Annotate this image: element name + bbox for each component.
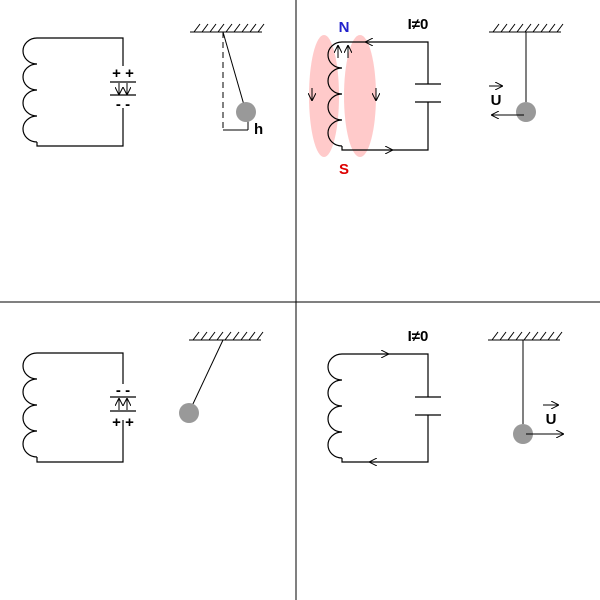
capacitor-top-charge: + + (112, 65, 134, 82)
pendulum-string (222, 31, 247, 113)
pendulum-at-bottom-moving-right: U (488, 331, 563, 444)
pendulum-bob (236, 102, 256, 122)
north-pole-label: N (339, 19, 350, 36)
magnetic-field-loop-left (309, 35, 339, 157)
pendulum-bob (179, 403, 199, 423)
lc-circuit-reversed-current: I≠0 (327, 328, 441, 463)
circuit-wire-bottom (341, 415, 429, 463)
ceiling-hatching (193, 23, 265, 33)
inductor-coil (327, 353, 343, 459)
pendulum-bob (513, 424, 533, 444)
circuit-wire-top (342, 353, 429, 397)
inductor-coil (22, 37, 38, 143)
south-pole-label: S (339, 161, 349, 178)
circuit-wire-top (37, 352, 124, 384)
circuit-wire-bottom (36, 420, 124, 463)
height-label: h (254, 121, 263, 138)
pendulum-bob (516, 102, 536, 122)
capacitor-bottom-charge: + + (112, 414, 134, 431)
ceiling-hatching (491, 331, 563, 341)
ceiling-hatching (192, 331, 264, 341)
panel-top-left: + + - - h (22, 23, 265, 147)
lc-circuit-current-flowing: N S I≠0 (312, 16, 441, 178)
ceiling-hatching (492, 23, 564, 33)
inductor-coil (22, 352, 38, 458)
velocity-label: U (491, 92, 502, 109)
panel-bottom-left: - - + + (22, 331, 264, 463)
panel-top-right: N S I≠0 U (309, 16, 564, 178)
pendulum-string (191, 339, 224, 407)
capacitor-bottom-charge: - - (116, 96, 130, 113)
magnetic-field-region (309, 35, 376, 157)
circuit-wire-top (37, 37, 124, 66)
panel-bottom-right: I≠0 U (327, 328, 563, 463)
current-label: I≠0 (408, 16, 429, 33)
pendulum-displaced-opposite (179, 331, 264, 423)
velocity-label: U (546, 411, 557, 428)
circuit-wire-bottom (36, 108, 124, 147)
pendulum-at-bottom-moving-left: U (489, 23, 564, 122)
inductor-coil (327, 41, 343, 147)
pendulum-displaced: h (190, 23, 265, 138)
capacitor-top-charge: - - (116, 382, 130, 399)
current-label: I≠0 (408, 328, 429, 345)
lc-circuit-reversed-capacitor: - - + + (22, 352, 136, 463)
magnetic-field-loop-right (344, 35, 376, 157)
lc-circuit-charged-capacitor: + + - - (22, 37, 136, 147)
